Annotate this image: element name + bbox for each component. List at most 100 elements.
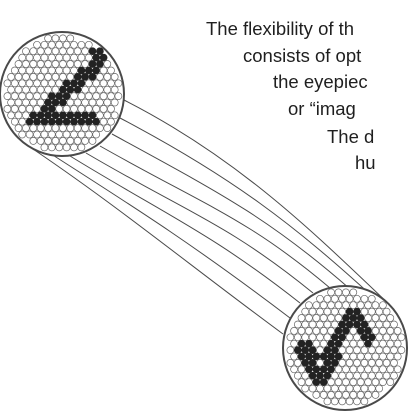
fiber-dark [360, 320, 369, 329]
fiber [36, 85, 45, 94]
fiber-dark [88, 111, 97, 120]
fiber [51, 60, 60, 68]
fiber-dark [51, 111, 60, 120]
fiber [36, 124, 45, 132]
fiber [107, 117, 115, 126]
fiber-dark [364, 339, 372, 348]
fiber [62, 66, 71, 75]
fiber [36, 137, 45, 145]
fiber [55, 40, 64, 49]
fiber [382, 320, 391, 329]
fiber [393, 339, 402, 348]
fiber [88, 137, 97, 145]
fiber [379, 339, 387, 348]
fiber [353, 397, 361, 406]
fiber [305, 314, 313, 322]
fiber [330, 371, 339, 380]
fiber [44, 137, 52, 145]
fiber [73, 137, 82, 145]
fiber-dark [308, 346, 317, 354]
fiber [29, 73, 38, 81]
fiber [319, 327, 328, 335]
fiber [301, 371, 310, 380]
fiber [73, 47, 82, 56]
fiber [327, 314, 335, 322]
fiber [375, 371, 384, 380]
fiber [316, 320, 324, 329]
fiber [40, 40, 49, 49]
fiber [22, 85, 30, 94]
fiber [103, 85, 112, 94]
fiber-dark [81, 73, 89, 81]
fiber [334, 378, 343, 386]
fiber [360, 384, 369, 393]
fiber-dark [66, 111, 75, 120]
fiber [375, 307, 384, 316]
fiber-dark [62, 117, 71, 126]
fiber [338, 307, 347, 316]
fiber-dark [312, 352, 321, 361]
fiber [371, 314, 380, 322]
fiber [70, 130, 78, 139]
fiber [44, 34, 52, 43]
fiber-dark [301, 346, 310, 354]
fiber [59, 73, 67, 81]
fiber [55, 66, 64, 75]
fiber-dark [77, 79, 86, 88]
fiber [316, 307, 324, 316]
fiber [312, 339, 321, 348]
fiber [364, 365, 372, 374]
fiber [114, 92, 123, 100]
fiber [353, 371, 361, 380]
fiber [66, 124, 75, 132]
fiber [338, 294, 347, 303]
fiber [96, 98, 104, 107]
fiber [364, 378, 372, 386]
fiber [312, 391, 321, 399]
fiber [286, 359, 295, 367]
fiber [293, 371, 302, 380]
fiber [316, 384, 324, 393]
fiber [29, 124, 38, 132]
fiber [293, 320, 302, 329]
fiber-strand [111, 133, 351, 290]
fiber [379, 301, 387, 310]
fiber [114, 79, 123, 88]
fiber [393, 365, 402, 374]
fiber [47, 130, 56, 139]
fiber [66, 73, 75, 81]
fiber [342, 365, 350, 374]
fiber [379, 327, 387, 335]
fiber [3, 105, 12, 113]
fiber-dark [305, 352, 313, 361]
fiber [301, 333, 310, 342]
fiber [393, 352, 402, 361]
fiber [77, 143, 86, 152]
fiber [59, 34, 67, 43]
fiber [290, 339, 298, 348]
fiber [375, 320, 384, 329]
fiber [323, 307, 332, 316]
fiber [364, 391, 372, 399]
fiber [29, 85, 38, 94]
fiber [349, 352, 358, 361]
fiber [110, 111, 119, 120]
fiber [81, 60, 89, 68]
fiber [319, 339, 328, 348]
fiber [379, 314, 387, 322]
fiber [62, 105, 71, 113]
fiber [77, 105, 86, 113]
fiber [356, 391, 365, 399]
fiber [360, 346, 369, 354]
fiber [103, 60, 112, 68]
fiber-dark [88, 60, 97, 68]
fiber [70, 40, 78, 49]
fiber [77, 40, 86, 49]
fiber-dark [44, 98, 52, 107]
fiber [81, 137, 89, 145]
fiber [88, 85, 97, 94]
fiber [25, 79, 34, 88]
fiber-strand [119, 117, 373, 297]
fiber [44, 73, 52, 81]
fiber-dark [55, 117, 64, 126]
